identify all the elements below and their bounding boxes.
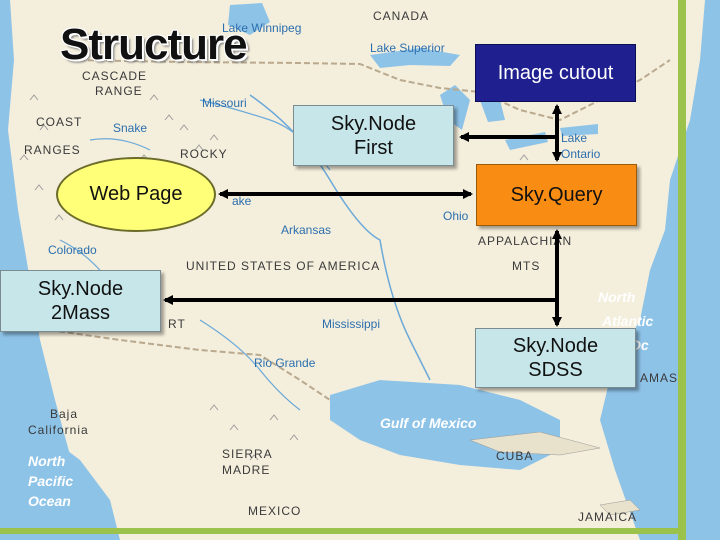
skyquery-node: Sky.Query — [476, 164, 637, 226]
skynode-sdss-node: Sky.Node SDSS — [475, 328, 636, 388]
skynode-2mass-node: Sky.Node 2Mass — [0, 270, 161, 332]
slide-title: Structure — [60, 20, 247, 70]
web-page-node: Web Page — [56, 157, 216, 232]
image-cutout-node: Image cutout — [475, 44, 636, 102]
skynode-first-node: Sky.Node First — [293, 105, 454, 166]
